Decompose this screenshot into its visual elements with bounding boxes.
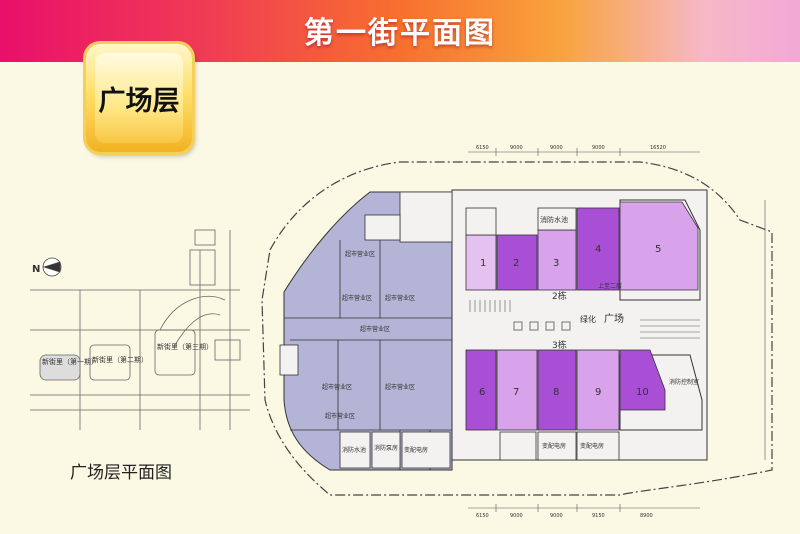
distribution-label-2: 变配电房 xyxy=(580,442,604,450)
shop-number: 9 xyxy=(595,387,601,398)
anchor-label: 超市营业区 xyxy=(322,383,352,391)
shop-number: 8 xyxy=(553,387,559,398)
floor-badge-label: 广场层 xyxy=(98,85,180,117)
anchor-label: 超市营业区 xyxy=(342,294,372,302)
fire-pool-west-label: 消防水池 xyxy=(342,446,366,454)
map-block-phase2: 新街里（第二期） xyxy=(92,355,148,364)
location-map xyxy=(30,229,250,430)
dim-top: 9000 xyxy=(550,145,563,151)
anchor-label: 超市营业区 xyxy=(385,383,415,391)
site-boundary xyxy=(261,161,773,496)
map-block-phase1: 新街里（第一期） xyxy=(42,357,98,366)
shop-unit-1 xyxy=(465,234,497,291)
anchor-label: 超市营业区 xyxy=(345,250,375,258)
dim-top: 6150 xyxy=(476,145,489,151)
shop-units-north xyxy=(465,201,699,291)
plan-caption: 广场层平面图 xyxy=(70,463,172,483)
shop-unit-3 xyxy=(537,229,577,291)
dim-top: 9000 xyxy=(592,145,605,151)
plaza-planters xyxy=(513,321,571,331)
dim-bottom: 9150 xyxy=(592,513,605,519)
floor-badge: 广场层 xyxy=(86,44,192,152)
shop-unit-4 xyxy=(576,207,620,291)
building-3-label: 3栋 xyxy=(552,339,567,351)
shop-number: 1 xyxy=(480,258,486,269)
shop-unit-5 xyxy=(619,201,699,291)
dim-bottom: 9000 xyxy=(510,513,523,519)
building-2-label: 2栋 xyxy=(552,290,567,302)
shop-units-south xyxy=(465,349,666,461)
anchor-label: 超市营业区 xyxy=(385,294,415,302)
dim-bottom: 8900 xyxy=(640,513,653,519)
shop-number: 10 xyxy=(636,387,649,398)
fire-pool-label: 消防水池 xyxy=(540,215,568,224)
dimension-lines xyxy=(468,148,766,512)
shop-unit-7 xyxy=(496,349,538,431)
page-title: 第一街平面图 xyxy=(304,16,496,51)
dim-bottom: 9000 xyxy=(550,513,563,519)
shop-number: 4 xyxy=(595,244,601,255)
stairs-up-label: 上至二层 xyxy=(598,282,622,290)
distribution-label: 变配电房 xyxy=(542,442,566,450)
plaza-label: 广场 xyxy=(604,312,624,325)
shop-number: 3 xyxy=(553,258,559,269)
compass-label: N xyxy=(32,264,40,275)
shop-unit-10 xyxy=(619,349,666,411)
anchor-label: 超市营业区 xyxy=(360,325,390,333)
shop-number: 2 xyxy=(513,258,519,269)
map-block-phase3: 新街里（第三期） xyxy=(157,342,213,351)
shop-unit-2 xyxy=(496,234,538,291)
shop-unit-6 xyxy=(465,349,497,431)
shop-number: 7 xyxy=(513,387,519,398)
pump-room-label: 消防泵房 xyxy=(374,444,398,452)
dim-top: 9000 xyxy=(510,145,523,151)
distribution-west-label: 变配电房 xyxy=(404,446,428,454)
shop-number: 6 xyxy=(479,387,485,398)
anchor-label: 超市营业区 xyxy=(325,412,355,420)
shop-unit-9 xyxy=(576,349,620,431)
fire-control-label: 消防控制室 xyxy=(669,378,699,386)
dim-top: 16520 xyxy=(650,145,666,151)
dim-bottom: 6150 xyxy=(476,513,489,519)
shop-number: 5 xyxy=(655,244,661,255)
shop-unit-8 xyxy=(537,349,577,431)
plaza-green-label: 绿化 xyxy=(580,314,596,324)
stair-hatching xyxy=(469,300,700,339)
